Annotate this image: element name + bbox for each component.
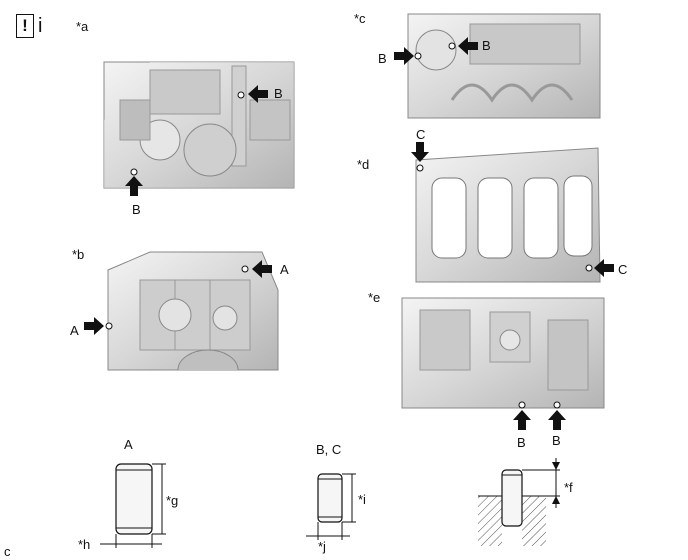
view-c-block [407, 13, 601, 119]
pin-label: B [378, 51, 387, 66]
pin-label: B [517, 435, 526, 450]
pin-label: C [618, 262, 628, 277]
pin-label: A [280, 262, 289, 277]
pin-a-title: A [124, 437, 133, 452]
view-a-block [103, 61, 295, 189]
pin-bc-title: B, C [316, 442, 342, 457]
pin-bc-diameter-tag: *j [318, 539, 326, 554]
pin-label: B [552, 433, 561, 448]
pin-bc-drawing [306, 473, 356, 540]
view-d-block [415, 147, 601, 283]
pin-label: B [274, 86, 283, 101]
arrow-icon [548, 410, 566, 430]
notice-text: i [38, 15, 43, 37]
view-b-block [105, 251, 279, 371]
exclamation-mark-box-icon: ! [16, 14, 34, 38]
view-b-tag: *b [72, 247, 85, 262]
view-c-tag: *c [354, 11, 366, 26]
arrow-icon [84, 317, 104, 335]
view-d-tag: *d [357, 157, 370, 172]
installed-protrusion-tag: *f [564, 480, 573, 495]
pin-bc-height-tag: *i [358, 492, 366, 507]
view-e-block [401, 297, 605, 409]
arrow-icon [513, 410, 531, 430]
pin-label: A [70, 323, 79, 338]
pin-label: B [132, 202, 141, 217]
view-e-tag: *e [368, 290, 381, 305]
view-a-tag: *a [76, 19, 89, 34]
pin-a-diameter-tag: *h [78, 537, 91, 552]
pin-label: C [416, 127, 426, 142]
pin-label: B [482, 38, 491, 53]
pin-a-height-tag: *g [166, 493, 179, 508]
pin-a-drawing [100, 463, 166, 548]
figure-tag: c [4, 544, 11, 559]
installed-pin-drawing [478, 458, 560, 546]
